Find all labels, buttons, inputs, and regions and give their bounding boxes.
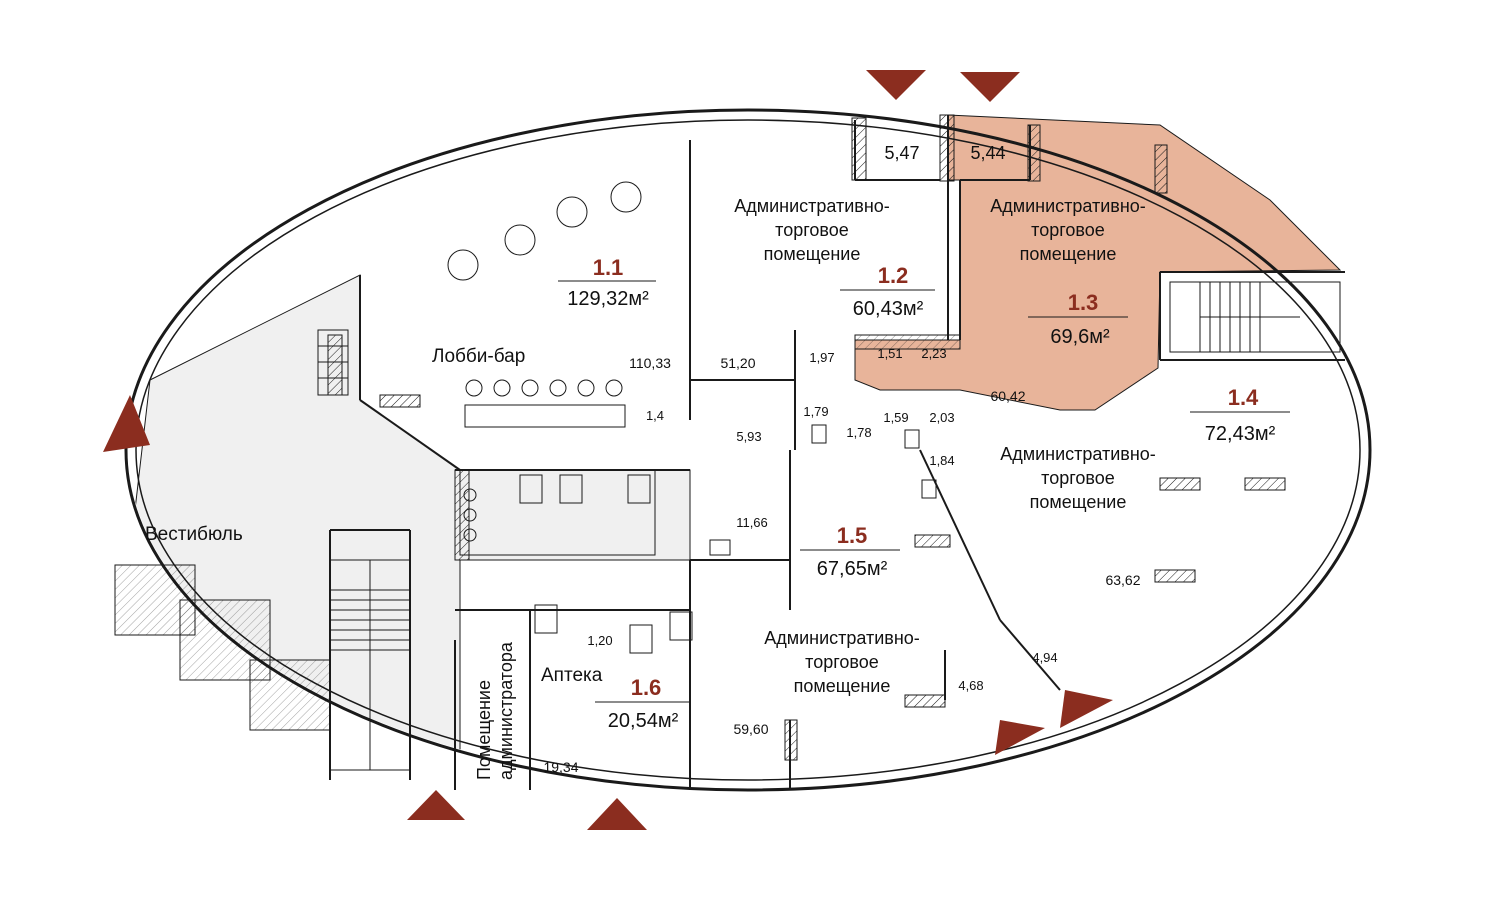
svg-text:129,32м²: 129,32м² [567,288,649,310]
svg-text:торговое: торговое [805,652,879,672]
svg-text:1,84: 1,84 [929,453,954,468]
room-name-admin-trade-1-2: Административно- торговое помещение [734,196,890,264]
svg-text:торговое: торговое [1041,468,1115,488]
svg-text:Административно-: Административно- [990,196,1146,216]
svg-text:63,62: 63,62 [1105,572,1140,588]
svg-text:1.1: 1.1 [593,255,624,280]
bar-stools [464,379,626,428]
restroom-fixtures [459,424,937,654]
svg-text:1,4: 1,4 [646,408,664,423]
svg-text:19,34: 19,34 [543,759,578,775]
svg-text:110,33: 110,33 [629,355,671,371]
shelf-unit [317,329,349,396]
unit-label-1-6: 1.6 20,54м² [595,675,690,732]
unit-label-1-5: 1.5 67,65м² [800,523,900,580]
room-name-admin-trade-1-3: Административно- торговое помещение [990,196,1146,264]
svg-text:69,6м²: 69,6м² [1050,326,1110,348]
svg-text:помещение: помещение [764,244,861,264]
svg-text:Административно-: Административно- [1000,444,1156,464]
svg-text:Помещение: Помещение [474,680,494,780]
hatched-walls [327,114,1286,761]
entrance-arrow-bottom-right-2 [1060,690,1113,728]
cafe-tables [447,181,642,281]
svg-text:помещение: помещение [1030,492,1127,512]
staircase-right [1169,281,1341,353]
outer-wall [124,108,1372,792]
svg-text:1.4: 1.4 [1228,385,1259,410]
svg-text:1,20: 1,20 [587,633,612,648]
room-name-admin-trade-1-4: Административно- торговое помещение [1000,444,1156,512]
svg-text:4,94: 4,94 [1032,650,1057,665]
svg-text:Административно-: Административно- [734,196,890,216]
svg-text:1,59: 1,59 [883,410,908,425]
svg-text:5,93: 5,93 [736,429,761,444]
room-name-admin-trade-1-5: Административно- торговое помещение [764,628,920,696]
svg-text:67,65м²: 67,65м² [817,558,888,580]
staircase-left [329,559,411,771]
svg-text:2,03: 2,03 [929,410,954,425]
svg-text:1.3: 1.3 [1068,290,1099,315]
svg-text:администратора: администратора [496,641,516,780]
unit-label-1-2: 1.2 60,43м² [840,263,935,320]
svg-text:1,51: 1,51 [877,346,902,361]
svg-text:59,60: 59,60 [733,721,768,737]
unit-label-1-1: 1.1 129,32м² [558,255,656,310]
svg-text:1,79: 1,79 [803,404,828,419]
svg-text:4,68: 4,68 [958,678,983,693]
room-name-pharmacy: Аптека [541,665,603,686]
svg-text:60,43м²: 60,43м² [853,298,924,320]
room-name-admin-room: Помещение администратора [474,641,516,780]
svg-text:11,66: 11,66 [736,515,768,530]
svg-text:помещение: помещение [1020,244,1117,264]
entrance-arrow-top-2 [960,72,1020,102]
svg-text:1.5: 1.5 [837,523,868,548]
room-name-vestibule: Вестибюль [145,524,243,545]
svg-text:1,97: 1,97 [809,350,834,365]
svg-text:5,47: 5,47 [884,143,919,163]
entrance-arrow-bottom-1 [407,790,465,820]
entrance-arrow-top-1 [866,70,926,100]
svg-text:Административно-: Административно- [764,628,920,648]
inner-wall [135,119,1361,781]
entrance-arrow-bottom-right-1 [995,720,1045,755]
entrance-arrow-bottom-2 [587,798,647,830]
svg-text:торговое: торговое [1031,220,1105,240]
svg-text:5,44: 5,44 [970,143,1005,163]
svg-text:2,23: 2,23 [921,346,946,361]
entrance-arrows [103,70,1113,830]
vestibule-steps [114,564,331,731]
unit-label-1-4: 1.4 72,43м² [1190,385,1290,445]
unit-label-1-3: 1.3 69,6м² [1028,290,1128,348]
room-name-lobby-bar: Лобби-бар [432,346,525,367]
svg-text:1,78: 1,78 [846,425,871,440]
svg-text:1.6: 1.6 [631,675,662,700]
svg-text:60,42: 60,42 [990,388,1025,404]
svg-text:помещение: помещение [794,676,891,696]
svg-text:51,20: 51,20 [720,355,755,371]
room-area-figures: 5,47 5,44 110,33 51,20 1,97 1,51 2,23 60… [543,143,1140,775]
svg-text:72,43м²: 72,43м² [1205,423,1276,445]
svg-text:1.2: 1.2 [878,263,909,288]
entrance-arrow-left [103,395,150,452]
svg-text:торговое: торговое [775,220,849,240]
svg-text:20,54м²: 20,54м² [608,710,679,732]
